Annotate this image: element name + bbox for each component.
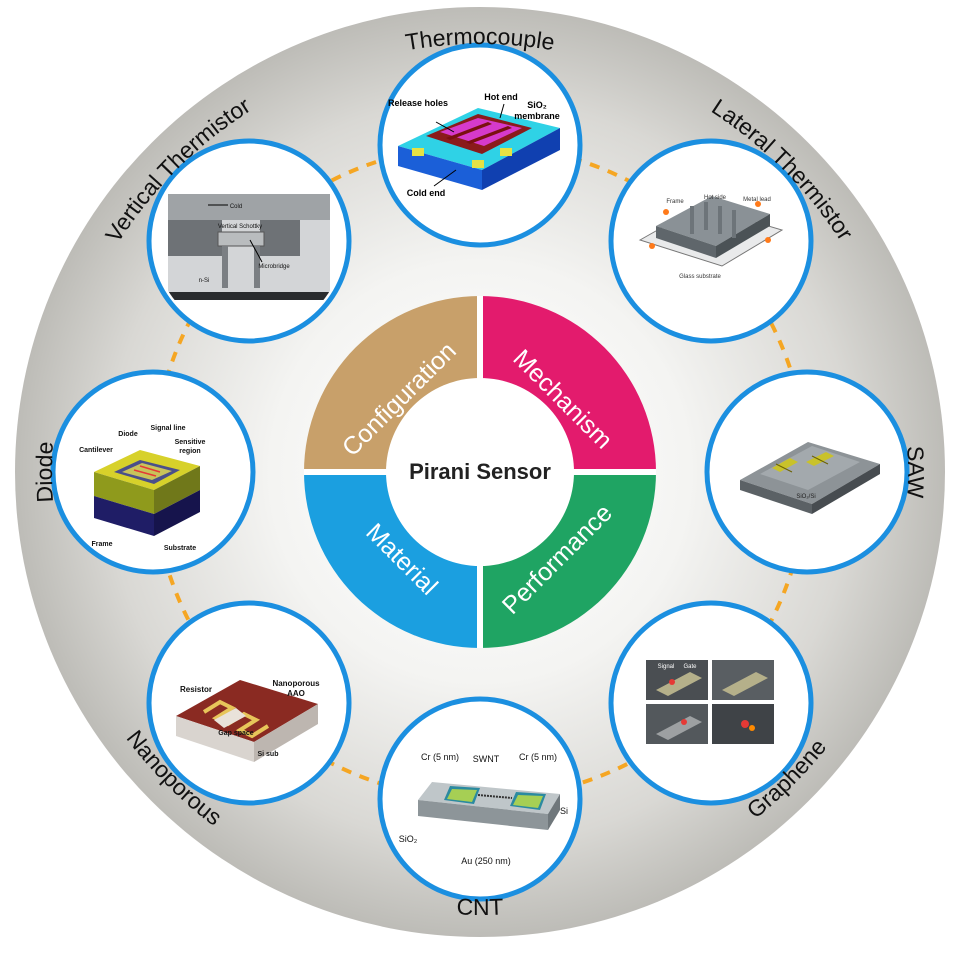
- node-vertical-thermistor: Cold Vertical Schottky Microbridge n-Si: [146, 138, 352, 344]
- center-donut: Pirani Sensor Configuration Mechanism Pe…: [304, 296, 656, 648]
- nanoporous-illustration: [176, 680, 318, 762]
- quadrant-performance: [480, 472, 656, 648]
- quadrant-mechanism: [480, 296, 656, 472]
- thermocouple-img-label-2: SiO₂: [527, 100, 547, 110]
- graphene-illustration: [646, 660, 774, 744]
- center-title: Pirani Sensor: [409, 459, 551, 484]
- nanoporous-img-label-3: Gap space: [218, 730, 254, 737]
- diode-img-label-4: Cantilever: [79, 447, 113, 454]
- nanoporous-img-label-2: AAO: [287, 689, 305, 698]
- cnt-img-label-3: Si: [560, 806, 568, 816]
- diode-img-label-2: Sensitive: [175, 439, 206, 446]
- sensor-label-saw: SAW: [902, 445, 929, 498]
- vertical-img-label-0: Cold: [230, 204, 242, 210]
- diode-img-label-6: Substrate: [164, 545, 196, 552]
- node-nanoporous: Resistor Nanoporous AAO Gap space Si sub: [146, 600, 352, 806]
- diode-img-label-0: Signal line: [150, 425, 185, 432]
- sensor-label-diode: Diode: [31, 441, 58, 503]
- nanoporous-img-label-0: Resistor: [180, 685, 212, 694]
- lateral-img-label-0: Frame: [666, 199, 684, 205]
- node-lateral-thermistor: Frame Hot side Metal lead Glass substrat…: [608, 138, 814, 344]
- node-thermocouple: Release holes Hot end SiO₂ membrane Cold…: [377, 42, 583, 248]
- diode-img-label-3: region: [179, 448, 200, 455]
- thermocouple-img-label-1: Hot end: [484, 92, 518, 102]
- center-hub: [386, 378, 574, 566]
- cnt-img-label-0: Cr (5 nm): [421, 752, 459, 762]
- graphene-img-label-1: Gate: [683, 664, 697, 670]
- node-graphene: Signal Gate: [608, 600, 814, 806]
- node-cnt: Cr (5 nm) SWNT Cr (5 nm) Si SiO₂ Au (250…: [377, 696, 583, 902]
- lateral-img-label-1: Hot side: [704, 195, 727, 201]
- nanoporous-img-label-1: Nanoporous: [272, 679, 320, 688]
- vertical-img-label-3: n-Si: [199, 278, 210, 284]
- node-saw: SiO₂/Si: [704, 369, 910, 575]
- thermocouple-illustration: [398, 103, 560, 190]
- vertical-img-label-2: Microbridge: [258, 264, 290, 270]
- quadrant-material: [304, 472, 480, 648]
- graphene-img-label-0: Signal: [658, 664, 675, 670]
- cnt-illustration: [418, 782, 560, 830]
- thermocouple-img-label-3: membrane: [514, 111, 560, 121]
- cnt-img-label-4: SiO₂: [399, 834, 418, 844]
- vertical-img-label-1: Vertical Schottky: [218, 224, 262, 230]
- cnt-img-label-2: Cr (5 nm): [519, 752, 557, 762]
- vertical-thermistor-illustration: [168, 194, 330, 300]
- node-diode: Signal line Diode Sensitive region Canti…: [50, 369, 256, 575]
- quadrant-configuration: [304, 296, 480, 472]
- saw-illustration: [740, 442, 880, 514]
- cnt-img-label-5: Au (250 nm): [461, 856, 511, 866]
- lateral-img-label-2: Metal lead: [743, 197, 771, 203]
- nanoporous-img-label-4: Si sub: [257, 751, 278, 758]
- saw-img-label-0: SiO₂/Si: [796, 494, 815, 500]
- lateral-img-label-3: Glass substrate: [679, 274, 721, 280]
- thermocouple-img-label-0: Release holes: [388, 98, 448, 108]
- cnt-img-label-1: SWNT: [473, 754, 500, 764]
- diode-img-label-1: Diode: [118, 431, 138, 438]
- lateral-thermistor-illustration: [638, 196, 784, 267]
- thermocouple-img-label-4: Cold end: [407, 188, 446, 198]
- diode-illustration: [94, 450, 200, 536]
- sensor-label-cnt: CNT: [456, 893, 504, 920]
- diode-img-label-5: Frame: [91, 541, 112, 548]
